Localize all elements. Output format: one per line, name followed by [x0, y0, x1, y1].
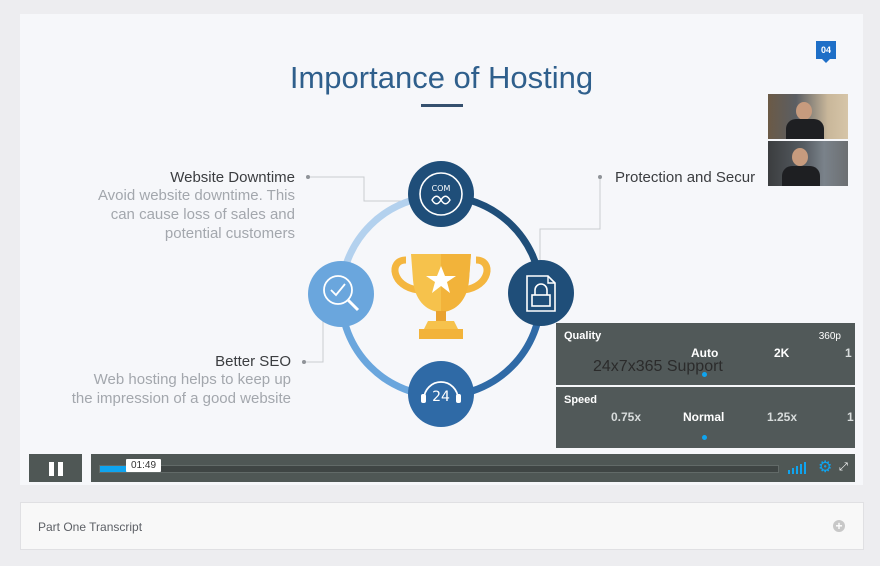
feature-seo-desc-1: Web hosting helps to keep up [93, 371, 291, 388]
time-tooltip: 01:49 [126, 459, 162, 472]
speed-option-0-75[interactable]: 0.75x [611, 410, 642, 424]
feature-downtime-desc-2: can cause loss of sales and [110, 206, 295, 223]
connector-dot-downtime [306, 175, 310, 179]
presenter-head [796, 102, 812, 120]
speed-menu[interactable]: Speed 0.75x Normal 1.25x 1 [556, 387, 855, 448]
quality-selected-indicator [702, 372, 707, 377]
gear-icon[interactable]: ⚙ [818, 459, 833, 476]
quality-option-2k[interactable]: 2K [774, 346, 790, 360]
hosting-cycle-diagram: COM 24 [302, 161, 602, 427]
slide-title: Importance of Hosting [289, 60, 594, 95]
speed-option-normal[interactable]: Normal [683, 410, 725, 424]
feature-seo: Better SEO Web hosting helps to keep up … [20, 353, 291, 408]
secure-document-icon [508, 260, 574, 326]
presenter-body [786, 119, 824, 139]
svg-text:24: 24 [432, 389, 450, 405]
pause-button[interactable] [29, 454, 82, 482]
trophy-icon [391, 254, 491, 339]
seek-bar-progress [100, 466, 148, 472]
speed-selected-indicator [702, 435, 707, 440]
presenter-head [792, 148, 808, 166]
speed-option-partial[interactable]: 1 [847, 410, 854, 424]
connector-dot-security [598, 175, 602, 179]
title-underline [421, 104, 463, 107]
connector-dot-seo [302, 360, 306, 364]
com-infinity-icon: COM [408, 161, 474, 227]
feature-downtime: Website Downtime Avoid website downtime.… [20, 169, 295, 243]
video-player[interactable]: Importance of Hosting 04 COM [20, 14, 863, 485]
feature-security-title: Protection and Secur [615, 169, 756, 186]
feature-seo-desc-2: the impression of a good website [71, 390, 291, 407]
quality-menu[interactable]: Quality 360p Auto 2K 1 [556, 323, 855, 385]
connector-security [539, 177, 601, 260]
seek-bar[interactable] [99, 465, 779, 473]
seo-magnifier-icon [308, 261, 374, 327]
slide-number-badge: 04 [816, 41, 836, 63]
transcript-label: Part One Transcript [38, 520, 143, 534]
plus-icon[interactable]: + [833, 520, 845, 532]
speed-menu-title: Speed [564, 394, 598, 406]
seek-bar-container[interactable]: ⚙ ⤢ [91, 454, 855, 482]
feature-security: Protection and Secur [615, 169, 755, 186]
presenter-body [782, 166, 820, 186]
webcam-feed-top [768, 94, 848, 139]
feature-downtime-title: Website Downtime [170, 169, 295, 186]
webcam-feed-bottom [768, 141, 848, 186]
speed-option-1-25[interactable]: 1.25x [767, 410, 798, 424]
connector-downtime [310, 176, 425, 202]
feature-downtime-desc-3: potential customers [164, 225, 295, 242]
svg-text:COM: COM [432, 184, 451, 193]
feature-support-title: 24x7x365 Support [593, 358, 723, 375]
feature-seo-title: Better SEO [215, 353, 291, 370]
fullscreen-icon[interactable]: ⤢ [839, 461, 848, 473]
transcript-accordion[interactable]: Part One Transcript + [20, 502, 864, 550]
volume-bars-icon[interactable] [788, 462, 808, 474]
feature-support: 24x7x365 Support [593, 358, 723, 376]
quality-current-value: 360p [818, 331, 841, 342]
quality-menu-title: Quality [564, 330, 602, 342]
24-hour-support-icon: 24 [408, 361, 474, 427]
quality-option-partial[interactable]: 1 [845, 346, 852, 360]
quality-option-auto[interactable]: Auto [691, 346, 719, 360]
feature-downtime-desc-1: Avoid website downtime. This [97, 187, 295, 204]
